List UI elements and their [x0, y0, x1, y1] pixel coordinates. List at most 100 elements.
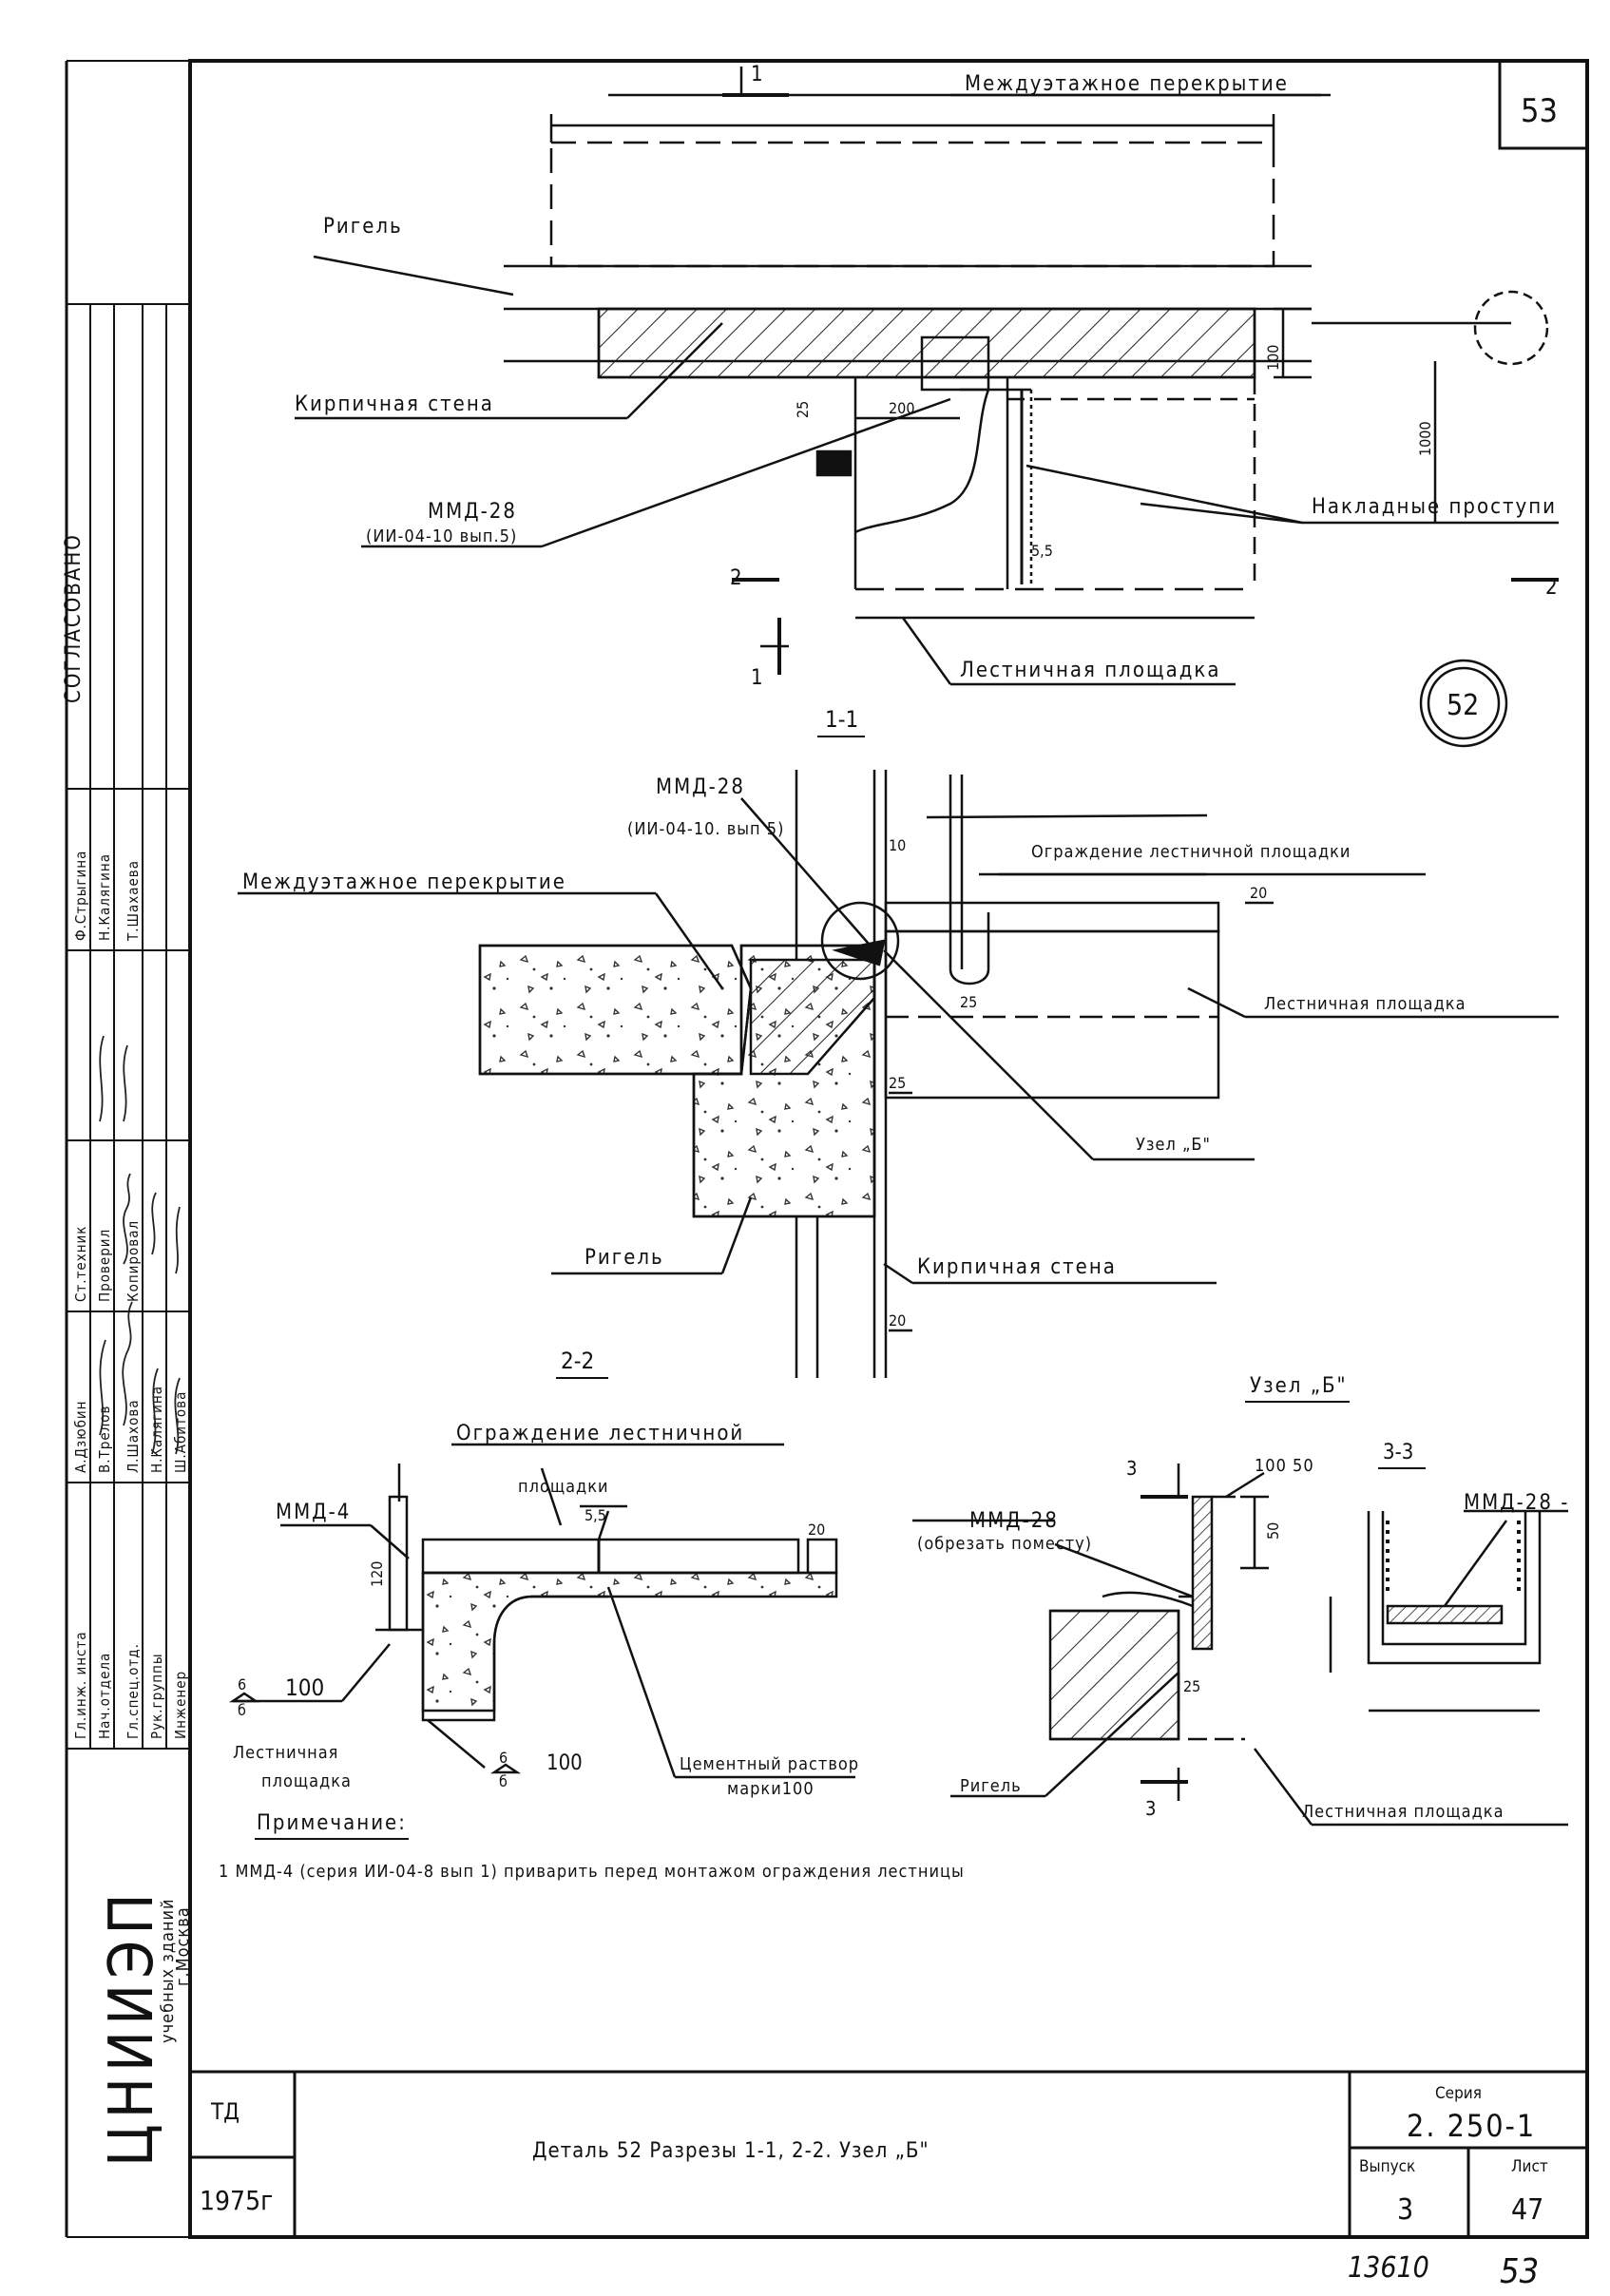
s22-landing-line1: Лестничная — [233, 1743, 338, 1763]
s11-dim-10: 10 — [889, 836, 906, 854]
section-1-bottom: 1 — [751, 666, 763, 690]
node-b-dim-50: 50 — [1264, 1522, 1282, 1540]
s22-mortar-line1: Цементный раствор — [680, 1754, 859, 1774]
s22-weld-left-len: 100 — [285, 1674, 324, 1701]
s22-mortar-line2: марки100 — [727, 1779, 815, 1799]
signatures — [99, 1035, 181, 1455]
node-b-part-note: (обрезать поместу) — [917, 1534, 1092, 1554]
doc-year: 1975г — [200, 2185, 273, 2216]
plan-dim-1000: 1000 — [1416, 421, 1434, 456]
s22-weld-mid-bot: б — [499, 1772, 508, 1790]
detail-number: 52 — [1447, 689, 1479, 722]
section-1-top: 1 — [751, 63, 763, 86]
node-b-title: Узел „Б" — [1250, 1374, 1348, 1398]
page-number: 53 — [1500, 2252, 1539, 2291]
node-b-section-bottom: 3 — [1145, 1797, 1156, 1820]
s11-dim-20a: 20 — [1250, 884, 1267, 902]
name2-1: Ф.Стрыгина — [72, 851, 89, 941]
s22-railing-line2: площадки — [518, 1477, 609, 1497]
role-2: Нач.отдела — [96, 1653, 113, 1739]
section-2-right: 2 — [1545, 576, 1558, 600]
s11-dim-20b: 20 — [889, 1311, 906, 1330]
node-b-girder-label: Ригель — [960, 1776, 1022, 1796]
name-2: В.Трелов — [96, 1406, 113, 1474]
section-1-1 — [238, 770, 1559, 1378]
issue-value: 3 — [1397, 2193, 1413, 2227]
node-b-angle: 100 50 — [1255, 1456, 1314, 1476]
sheet-frame — [65, 59, 1589, 2239]
plan-brick-wall-label: Кирпичная стена — [295, 392, 494, 416]
name-1: А.Дзюбин — [72, 1400, 89, 1473]
s11-girder-label: Ригель — [585, 1246, 664, 1270]
note-text: 1 ММД-4 (серия ИИ-04-8 вып 1) приварить … — [219, 1862, 965, 1882]
agreed-label: СОГЛАСОВАНО — [62, 533, 86, 703]
plan-dim-100: 100 — [1264, 345, 1282, 371]
series-label: Серия — [1435, 2084, 1482, 2103]
s11-brick-wall-label: Кирпичная стена — [917, 1255, 1117, 1279]
s22-landing-line2: площадка — [261, 1771, 352, 1791]
section-2-2 — [228, 1443, 855, 1779]
plan-girder-label: Ригель — [323, 215, 403, 239]
plan-embedded-part-label: ММД-28 — [428, 500, 517, 524]
s22-weld-left-bot: б — [238, 1701, 246, 1719]
plan-dim-200: 200 — [889, 399, 914, 417]
s11-node-ref: Узел „Б" — [1136, 1135, 1211, 1155]
section-2-left: 2 — [730, 566, 742, 590]
sheet-title: Деталь 52 Разрезы 1-1, 2-2. Узел „Б" — [532, 2139, 930, 2163]
s22-dim-20: 20 — [808, 1521, 825, 1539]
role-3: Гл.спец.отд. — [125, 1643, 142, 1739]
plan-dim-5-5: 5,5 — [1031, 542, 1053, 560]
inventory-number: 13610 — [1348, 2251, 1429, 2285]
side-stamp — [67, 303, 190, 1750]
doc-code: ТД — [210, 2098, 240, 2125]
sheet-label: Лист — [1511, 2157, 1548, 2176]
node-b — [912, 1464, 1269, 1801]
s22-weld-mid-top: 6 — [499, 1749, 508, 1767]
s22-weld-mid-len: 100 — [546, 1751, 583, 1775]
section-3-3-title: 3-3 — [1383, 1441, 1413, 1464]
s22-dim-5-5: 5,5 — [585, 1506, 606, 1524]
plan-view — [295, 67, 1559, 748]
node-b-part: ММД-28 — [969, 1509, 1059, 1533]
s22-part-label: ММД-4 — [276, 1501, 351, 1524]
plan-floor-slab-label: Междуэтажное перекрытие — [965, 72, 1289, 96]
role-5: Инженер — [172, 1671, 189, 1739]
name-4: Н.Калягина — [148, 1386, 165, 1473]
s11-railing-label: Ограждение лестничной площадки — [1031, 842, 1351, 862]
name2-3: Т.Шахаева — [125, 860, 142, 942]
role2-2: Проверил — [96, 1229, 113, 1302]
section-3-3 — [1254, 1509, 1568, 1827]
role-1: Гл.инж. инста — [72, 1631, 89, 1739]
sheet-value: 47 — [1511, 2193, 1543, 2227]
s11-embedded-part: ММД-28 — [656, 775, 745, 799]
sheet-corner-number: 53 — [1521, 92, 1558, 130]
s22-dim-120: 120 — [368, 1561, 386, 1587]
s11-dim-25b: 25 — [889, 1074, 906, 1092]
series-value: 2. 250-1 — [1407, 2108, 1536, 2144]
org-sub2: г.Москва — [173, 1906, 193, 1986]
node-b-section-top: 3 — [1126, 1457, 1137, 1480]
name-3: Л.Шахова — [125, 1399, 142, 1473]
role2-1: Ст.техник — [72, 1226, 89, 1302]
section-2-2-title: 2-2 — [561, 1348, 594, 1374]
plan-embedded-part-ref: (ИИ-04-10 вып.5) — [366, 526, 517, 546]
s33-landing-label: Лестничная площадка — [1302, 1802, 1505, 1822]
s11-landing-label: Лестничная площадка — [1264, 994, 1466, 1014]
title-block — [190, 2070, 1587, 2237]
role2-3: Копировал — [125, 1220, 142, 1302]
name2-2: Н.Калягина — [96, 853, 113, 941]
org-name: ЦНИИЭП — [97, 1887, 167, 2167]
s33-part-label: ММД-28 - — [1464, 1491, 1569, 1515]
issue-label: Выпуск — [1359, 2157, 1415, 2176]
note-heading: Примечание: — [257, 1811, 407, 1835]
s11-floor-slab-label: Междуэтажное перекрытие — [242, 871, 566, 894]
s22-weld-left-top: 6 — [238, 1675, 246, 1693]
s22-railing-line1: Ограждение лестничной — [456, 1422, 744, 1445]
plan-treads-label: Накладные проступи — [1312, 495, 1557, 519]
role-4: Рук.группы — [148, 1653, 165, 1739]
s11-embedded-part-ref: (ИИ-04-10. вып 5) — [627, 819, 784, 839]
plan-landing-label: Лестничная площадка — [960, 659, 1221, 682]
section-1-1-title: 1-1 — [825, 706, 858, 733]
s11-dim-25a: 25 — [960, 993, 977, 1011]
